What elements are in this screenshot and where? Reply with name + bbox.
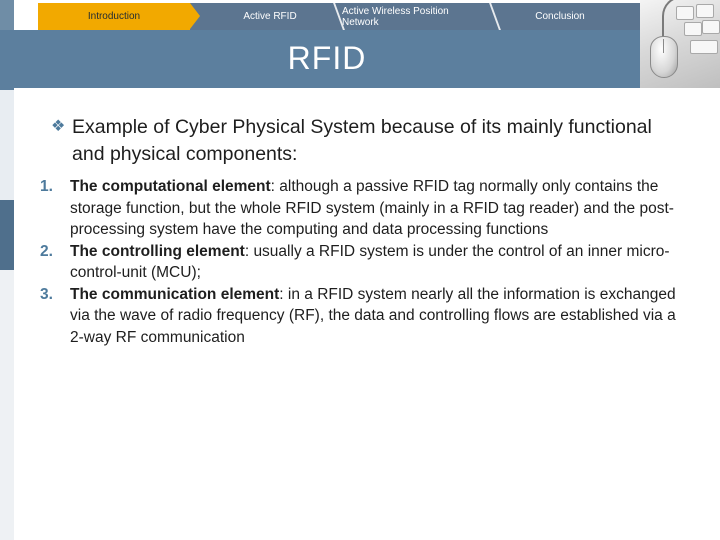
slide-header: RFID — [14, 30, 640, 88]
left-accent-strip-4 — [0, 200, 14, 270]
numbered-list: 1. The computational element: although a… — [40, 176, 688, 349]
left-accent-strip-3 — [0, 90, 14, 200]
nav-tab-conclusion[interactable]: Conclusion — [498, 3, 622, 30]
diamond-bullet-icon: ❖ — [51, 118, 66, 135]
list-item-term: The computational element — [70, 178, 271, 195]
list-item: 3. The communication element: in a RFID … — [40, 284, 688, 349]
slide-title: RFID — [287, 40, 367, 76]
nav-tab-label: Introduction — [87, 11, 141, 22]
main-bullet: ❖ Example of Cyber Physical System becau… — [48, 114, 688, 168]
section-nav-bar: Introduction Active RFID Active Wireless… — [38, 3, 640, 30]
left-accent-strip-5 — [0, 270, 14, 540]
mouse-cable — [662, 0, 704, 42]
list-item-term: The controlling element — [70, 242, 245, 260]
nav-tab-introduction[interactable]: Introduction — [38, 3, 200, 30]
keyboard-key — [690, 40, 718, 54]
list-item: 1. The computational element: although a… — [40, 176, 688, 241]
left-accent-strip-1 — [0, 0, 14, 30]
nav-tab-active-rfid[interactable]: Active RFID — [200, 3, 340, 30]
list-item-text: : in a RFID system nearly all the inform… — [70, 285, 676, 346]
mouse-icon — [650, 36, 678, 78]
list-marker: 1. — [40, 178, 53, 195]
main-bullet-text: Example of Cyber Physical System because… — [72, 116, 652, 165]
chevron-right-icon — [190, 3, 200, 29]
nav-tab-label: Active RFID — [243, 11, 297, 22]
keyboard-key — [702, 20, 720, 34]
keyboard-mouse-photo — [640, 0, 720, 88]
list-item: 2. The controlling element: usually a RF… — [40, 241, 688, 284]
left-accent-strip-2 — [0, 30, 14, 90]
slide-body: ❖ Example of Cyber Physical System becau… — [40, 114, 688, 349]
list-item-text: : usually a RFID system is under the con… — [70, 242, 670, 282]
nav-tab-label: Active Wireless Position Network — [342, 5, 449, 28]
list-item-term: The communication element — [70, 285, 280, 303]
nav-tab-active-wireless-position-network[interactable]: Active Wireless Position Network — [342, 3, 486, 30]
list-marker: 2. — [40, 242, 53, 260]
list-marker: 3. — [40, 285, 53, 303]
list-item-text: : although a passive RFID tag normally o… — [70, 178, 674, 238]
nav-tab-label: Conclusion — [535, 11, 585, 22]
